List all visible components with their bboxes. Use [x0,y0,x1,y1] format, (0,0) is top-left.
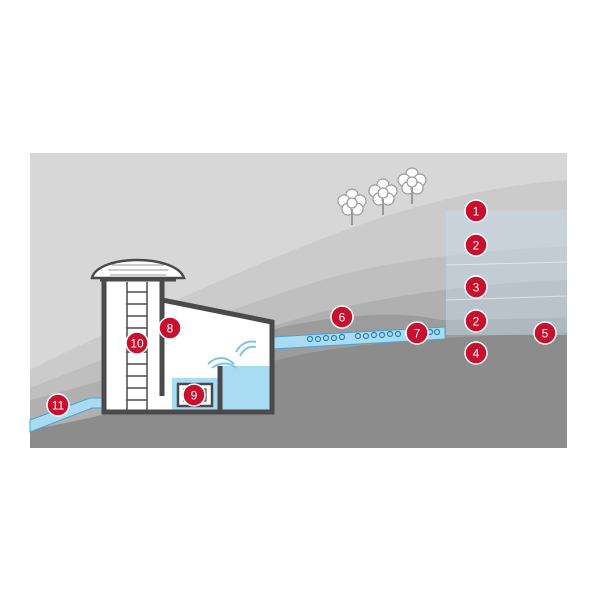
marker-circle [464,233,488,257]
callout-marker-m3: 3 [464,275,488,299]
callout-marker-m7: 7 [405,321,429,345]
water-ripple [207,357,237,369]
marker-circle [182,383,206,407]
ventilation-dome-icon [90,258,186,282]
marker-label: 5 [542,327,549,341]
callout-marker-m8: 8 [158,316,182,340]
building-walls [101,280,275,415]
layer-section-overlay [446,210,567,335]
callout-marker-m10: 10 [125,331,149,355]
marker-circle [464,341,488,365]
marker-label: 10 [130,337,144,351]
callout-marker-m11: 11 [46,393,70,417]
marker-circle [464,275,488,299]
marker-label: 7 [414,327,421,341]
marker-layer: 1 2 3 2 4 5 6 7 8 9 10 11 [46,199,557,417]
marker-circle [125,331,149,355]
marker-label: 8 [167,322,174,336]
layer-divider [445,261,568,266]
callout-marker-m4: 4 [464,341,488,365]
marker-circle [464,199,488,223]
water-basin [222,366,270,410]
inlet-spray [235,340,257,357]
marker-circle [330,305,354,329]
callout-marker-m2a: 2 [464,233,488,257]
marker-circle [158,316,182,340]
ground [30,332,567,448]
callout-marker-m1: 1 [464,199,488,223]
layer-divider [445,295,568,301]
tree-icon [337,167,427,225]
marker-label: 3 [473,281,480,295]
marker-circle [46,393,70,417]
callout-marker-m2b: 2 [464,309,488,333]
marker-label: 9 [191,389,198,403]
marker-label: 2 [473,315,480,329]
callout-marker-m9: 9 [182,383,206,407]
callout-marker-m5: 5 [533,321,557,345]
marker-label: 6 [339,311,346,325]
marker-circle [533,321,557,345]
marker-circle [405,321,429,345]
pipe-perforations [306,328,441,343]
marker-circle [464,309,488,333]
marker-label: 11 [52,399,65,413]
marker-label: 4 [473,347,480,361]
callout-marker-m6: 6 [330,305,354,329]
marker-label: 1 [473,205,480,219]
marker-label: 2 [473,239,480,253]
